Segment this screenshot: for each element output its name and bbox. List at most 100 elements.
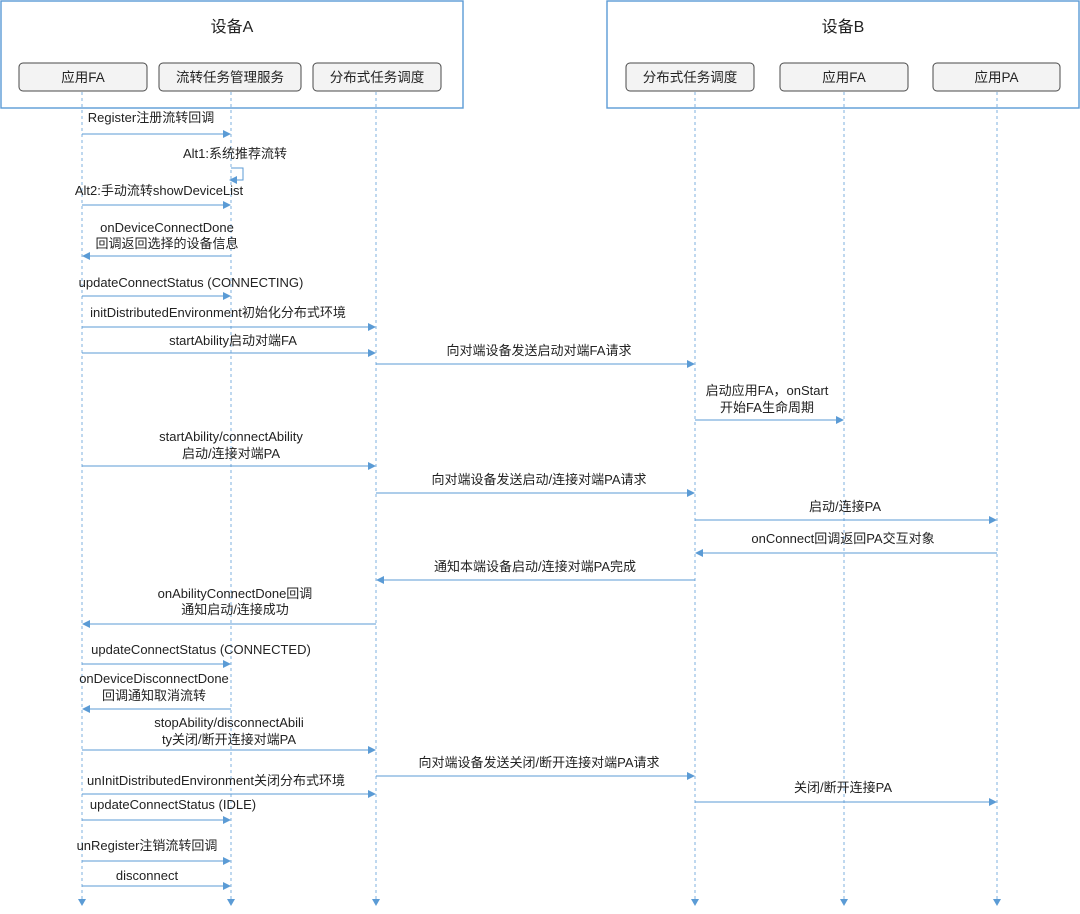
self-message-line xyxy=(231,167,244,181)
message: 启动应用FA，onStart 开始FA生命周期 xyxy=(695,383,844,424)
message: updateConnectStatus (CONNECTED) xyxy=(82,642,311,668)
actor-label: 分布式任务调度 xyxy=(330,70,425,85)
message-arrowhead xyxy=(223,201,231,209)
message-arrowhead xyxy=(695,549,703,557)
device-title: 设备A xyxy=(211,18,254,36)
actor-box xyxy=(312,62,442,92)
message-arrowhead xyxy=(687,360,695,368)
actor-box xyxy=(779,62,909,92)
actor-label: 应用FA xyxy=(61,69,105,85)
message: startAbility/connectAbility 启动/连接对端PA xyxy=(82,429,376,470)
message: Alt1:系统推荐流转 xyxy=(183,146,287,184)
message-label: startAbility/connectAbility xyxy=(159,429,303,444)
message-label: updateConnectStatus (IDLE) xyxy=(90,797,256,812)
message-arrowhead xyxy=(368,790,376,798)
message: 通知本端设备启动/连接对端PA完成 xyxy=(376,559,695,584)
message: 向对端设备发送启动对端FA请求 xyxy=(376,343,695,368)
device-frame-a xyxy=(0,0,464,109)
message-label: 通知本端设备启动/连接对端PA完成 xyxy=(434,559,636,574)
message-arrowhead xyxy=(82,705,90,713)
message-label: 启动/连接对端PA xyxy=(182,446,280,461)
message: onDeviceDisconnectDone 回调通知取消流转 xyxy=(79,671,231,713)
actor-box xyxy=(625,62,755,92)
message: updateConnectStatus (IDLE) xyxy=(82,797,256,824)
message-label: 向对端设备发送关闭/断开连接对端PA请求 xyxy=(419,755,660,770)
lifeline-end-arrow xyxy=(227,899,235,906)
message-arrowhead xyxy=(223,292,231,300)
actor-box xyxy=(18,62,148,92)
message-arrowhead xyxy=(223,130,231,138)
message: unInitDistributedEnvironment关闭分布式环境 xyxy=(82,773,376,798)
message-label: unRegister注销流转回调 xyxy=(77,838,218,853)
message-label: 向对端设备发送启动/连接对端PA请求 xyxy=(432,472,647,487)
message: Register注册流转回调 xyxy=(82,110,231,138)
actor-label: 应用PA xyxy=(974,69,1018,85)
message-label: updateConnectStatus (CONNECTED) xyxy=(91,642,311,657)
message-label: unInitDistributedEnvironment关闭分布式环境 xyxy=(87,773,345,788)
lifeline-end-arrow xyxy=(691,899,699,906)
message-arrowhead xyxy=(223,882,231,890)
message-arrowhead xyxy=(687,489,695,497)
message: 向对端设备发送关闭/断开连接对端PA请求 xyxy=(376,755,695,780)
message-arrowhead xyxy=(989,516,997,524)
message-arrowhead xyxy=(989,798,997,806)
message-arrowhead xyxy=(368,462,376,470)
message-label: startAbility启动对端FA xyxy=(169,333,297,348)
message-arrowhead xyxy=(223,816,231,824)
message: disconnect xyxy=(82,868,231,890)
message-label: 回调通知取消流转 xyxy=(102,688,206,703)
message-arrowhead xyxy=(687,772,695,780)
message-arrowhead xyxy=(82,252,90,260)
message-label: disconnect xyxy=(116,868,179,883)
message-label: 启动/连接PA xyxy=(809,499,881,514)
message-arrowhead xyxy=(368,349,376,357)
message: startAbility启动对端FA xyxy=(82,333,376,357)
actor-box xyxy=(158,62,302,92)
message-arrowhead xyxy=(836,416,844,424)
message-label: onConnect回调返回PA交互对象 xyxy=(751,531,934,546)
message-label: Alt1:系统推荐流转 xyxy=(183,146,287,161)
actor-label: 流转任务管理服务 xyxy=(176,70,284,85)
message-arrowhead xyxy=(223,857,231,865)
actor-box xyxy=(932,62,1061,92)
message-label: 向对端设备发送启动对端FA请求 xyxy=(447,343,632,358)
device-frame-b xyxy=(606,0,1080,109)
message-label: Alt2:手动流转showDeviceList xyxy=(75,183,244,198)
message: onConnect回调返回PA交互对象 xyxy=(695,531,997,557)
lifeline-end-arrow xyxy=(840,899,848,906)
message: initDistributedEnvironment初始化分布式环境 xyxy=(82,305,376,331)
message-label: 启动应用FA，onStart xyxy=(706,383,829,398)
message-arrowhead xyxy=(223,660,231,668)
message: updateConnectStatus (CONNECTING) xyxy=(79,275,304,300)
message-label: onAbilityConnectDone回调 xyxy=(158,586,313,601)
message: Alt2:手动流转showDeviceList xyxy=(75,183,244,209)
actor-label: 分布式任务调度 xyxy=(643,70,738,85)
message: 关闭/断开连接PA xyxy=(695,780,997,806)
message-label: 开始FA生命周期 xyxy=(720,400,814,415)
lifeline-end-arrow xyxy=(372,899,380,906)
message-label: initDistributedEnvironment初始化分布式环境 xyxy=(90,305,346,320)
message-label: Register注册流转回调 xyxy=(88,110,214,125)
message: 启动/连接PA xyxy=(695,499,997,524)
message-label: 回调返回选择的设备信息 xyxy=(95,236,238,251)
message-label: 关闭/断开连接PA xyxy=(794,780,892,795)
message-label: 通知启动/连接成功 xyxy=(181,602,289,617)
lifeline-end-arrow xyxy=(993,899,1001,906)
message-arrowhead xyxy=(82,620,90,628)
message-arrowhead xyxy=(229,176,237,184)
message-arrowhead xyxy=(376,576,384,584)
message-label: onDeviceDisconnectDone xyxy=(79,671,229,686)
message-arrowhead xyxy=(368,746,376,754)
message-label: onDeviceConnectDone xyxy=(100,220,234,235)
message: 向对端设备发送启动/连接对端PA请求 xyxy=(376,472,695,497)
device-title: 设备B xyxy=(822,18,865,36)
message-label: updateConnectStatus (CONNECTING) xyxy=(79,275,304,290)
message-label: stopAbility/disconnectAbili xyxy=(154,715,304,730)
message: stopAbility/disconnectAbili ty关闭/断开连接对端PA xyxy=(82,715,376,754)
actor-label: 应用FA xyxy=(822,69,866,85)
message-arrowhead xyxy=(368,323,376,331)
message: unRegister注销流转回调 xyxy=(77,838,231,865)
message-label: ty关闭/断开连接对端PA xyxy=(162,732,296,747)
